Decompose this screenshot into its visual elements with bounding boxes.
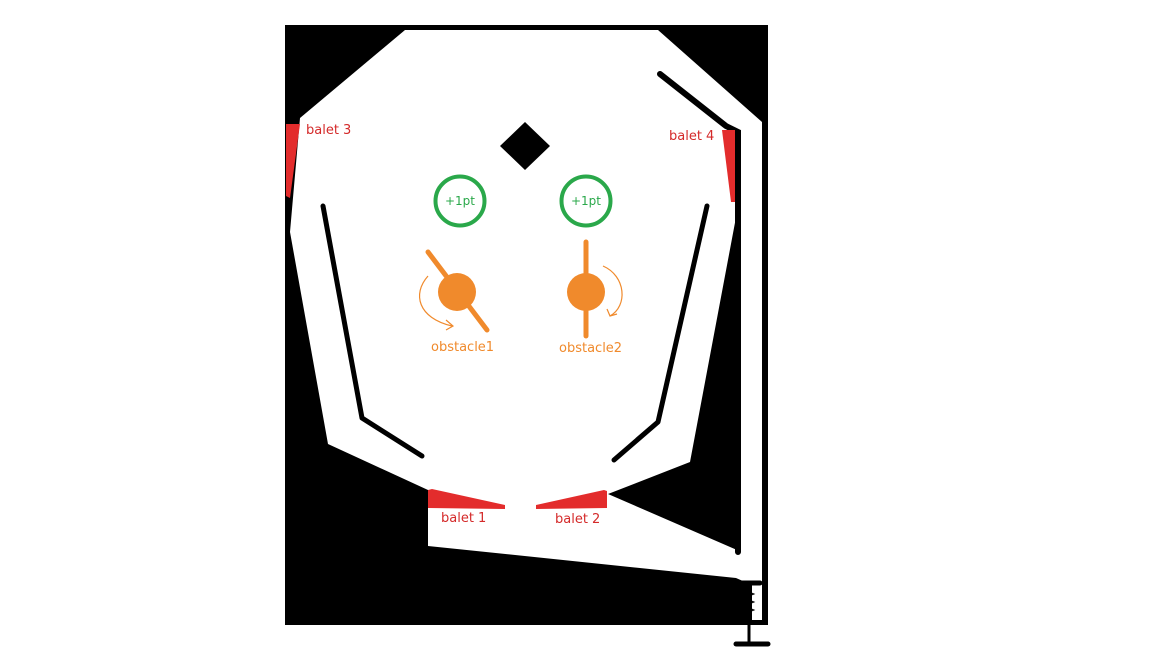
bumper-left-label: +1pt bbox=[445, 194, 475, 208]
rotation-arrow-icon bbox=[419, 275, 453, 327]
obstacle-2[interactable] bbox=[567, 239, 623, 339]
flipper-balet-4[interactable] bbox=[722, 130, 735, 202]
rotation-arrow-icon bbox=[602, 265, 623, 317]
playfield bbox=[290, 30, 762, 620]
bumper-right[interactable]: +1pt bbox=[559, 174, 613, 228]
balet-2-label: balet 2 bbox=[555, 512, 600, 527]
flipper-balet-2[interactable] bbox=[536, 490, 607, 509]
obstacle-2-label: obstacle2 bbox=[559, 341, 622, 356]
rotation-arrowhead-icon bbox=[606, 308, 618, 317]
obstacle-1[interactable] bbox=[419, 249, 490, 333]
diamond-icon bbox=[500, 122, 550, 170]
plunger-spring-icon bbox=[742, 585, 756, 619]
bumper-right-label: +1pt bbox=[571, 194, 601, 208]
right-guide-rail bbox=[611, 203, 710, 463]
left-guide-rail bbox=[320, 203, 425, 459]
balet-1-label: balet 1 bbox=[441, 511, 486, 526]
shooter-lane-wall bbox=[657, 71, 741, 555]
rotation-arrowhead-icon bbox=[445, 319, 455, 331]
plunger[interactable] bbox=[733, 580, 771, 647]
balet-3-label: balet 3 bbox=[306, 123, 351, 138]
obstacle-1-label: obstacle1 bbox=[431, 340, 494, 355]
outlane-wedge bbox=[608, 212, 737, 550]
balet-4-label: balet 4 bbox=[669, 129, 714, 144]
flipper-balet-1[interactable] bbox=[428, 489, 505, 509]
flipper-balet-3[interactable] bbox=[286, 124, 300, 198]
bumper-left[interactable]: +1pt bbox=[433, 174, 487, 228]
